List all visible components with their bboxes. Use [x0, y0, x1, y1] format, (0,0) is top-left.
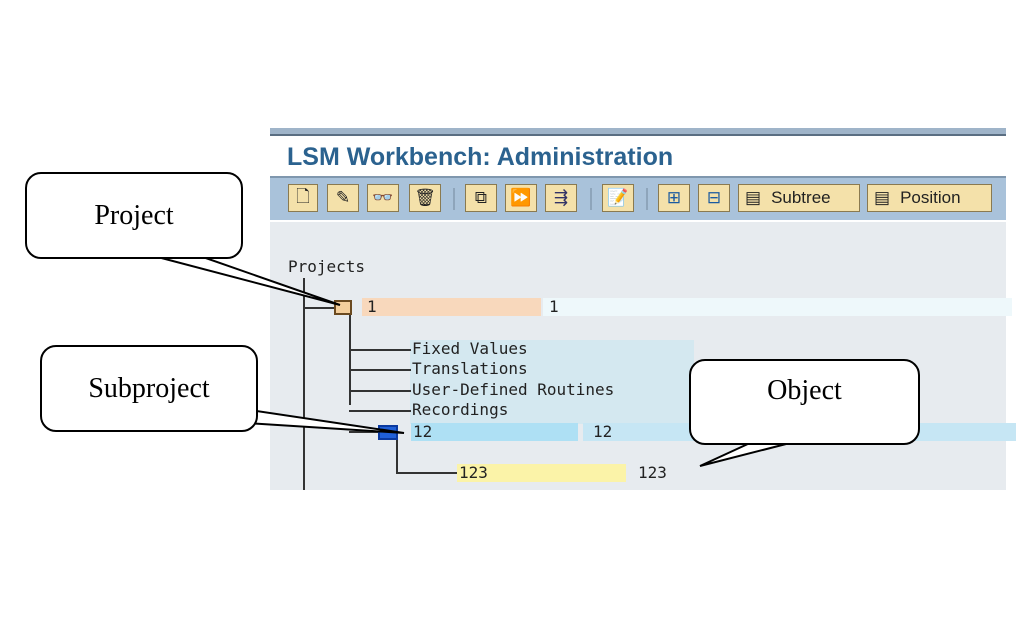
collapse-button[interactable]: ⊟: [698, 184, 730, 212]
node-background: [410, 340, 694, 424]
subtree-button[interactable]: ▤Subtree: [738, 184, 860, 212]
toolbar-separator: [590, 188, 592, 210]
edit-icon: ✎: [335, 188, 351, 207]
tree-line: [349, 349, 411, 351]
callout-subproject: Subproject: [40, 345, 258, 432]
edit-button[interactable]: ✎: [327, 184, 359, 212]
rename-icon: ⏩: [510, 188, 532, 207]
position-button[interactable]: ▤Position: [867, 184, 992, 212]
node-recordings[interactable]: Recordings: [412, 400, 509, 419]
copy-icon: ⧉: [474, 188, 488, 207]
tree-line: [349, 315, 351, 405]
node-fixed-values[interactable]: Fixed Values: [412, 339, 528, 358]
trash-icon: 🗑: [414, 188, 436, 207]
tree-line: [349, 390, 411, 392]
delete-button[interactable]: 🗑: [409, 184, 441, 212]
tree-line: [303, 307, 335, 309]
tree-line: [349, 410, 411, 412]
transport-icon: ⇶: [553, 188, 569, 207]
object-id[interactable]: 123: [457, 464, 626, 482]
notepad-edit-icon: 📝: [607, 188, 629, 207]
transport-button[interactable]: ⇶: [545, 184, 577, 212]
toolbar-separator: [453, 188, 455, 210]
tree-line: [349, 369, 411, 371]
expand-icon: ⊞: [666, 188, 682, 207]
tree-line: [303, 278, 305, 490]
callout-object: Object: [689, 359, 920, 445]
collapse-icon: ⊟: [706, 188, 722, 207]
page-title: LSM Workbench: Administration: [287, 143, 674, 171]
copy-button[interactable]: ⧉: [465, 184, 497, 212]
project-id[interactable]: 1: [362, 298, 541, 316]
change-button[interactable]: 📝: [602, 184, 634, 212]
project-tree: Projects 1 1 Fixed Values Translations U…: [270, 222, 1016, 490]
subtree-icon: ▤: [745, 188, 762, 207]
toolbar: 🗋 ✎ 👓 🗑 ⧉ ⏩ ⇶ 📝 ⊞ ⊟ ▤Subtree ▤Position: [270, 178, 1006, 220]
window-top-border: [270, 128, 1006, 136]
callout-project: Project: [25, 172, 243, 259]
tree-line: [396, 472, 458, 474]
object-description: 123: [638, 463, 667, 482]
tree-root-label: Projects: [288, 257, 366, 276]
position-icon: ▤: [874, 188, 891, 207]
expand-button[interactable]: ⊞: [658, 184, 690, 212]
subproject-id[interactable]: 12: [411, 423, 578, 441]
divider: [270, 176, 1006, 178]
toolbar-separator: [646, 188, 648, 210]
glasses-icon: 👓: [372, 188, 394, 207]
rename-button[interactable]: ⏩: [505, 184, 537, 212]
new-button[interactable]: 🗋: [288, 184, 318, 212]
new-icon: 🗋: [296, 186, 310, 206]
node-user-defined-routines[interactable]: User-Defined Routines: [412, 380, 615, 399]
tree-line: [396, 440, 398, 473]
project-description: 1: [543, 298, 1012, 316]
display-button[interactable]: 👓: [367, 184, 399, 212]
node-translations[interactable]: Translations: [412, 359, 528, 378]
tree-line: [349, 431, 379, 433]
